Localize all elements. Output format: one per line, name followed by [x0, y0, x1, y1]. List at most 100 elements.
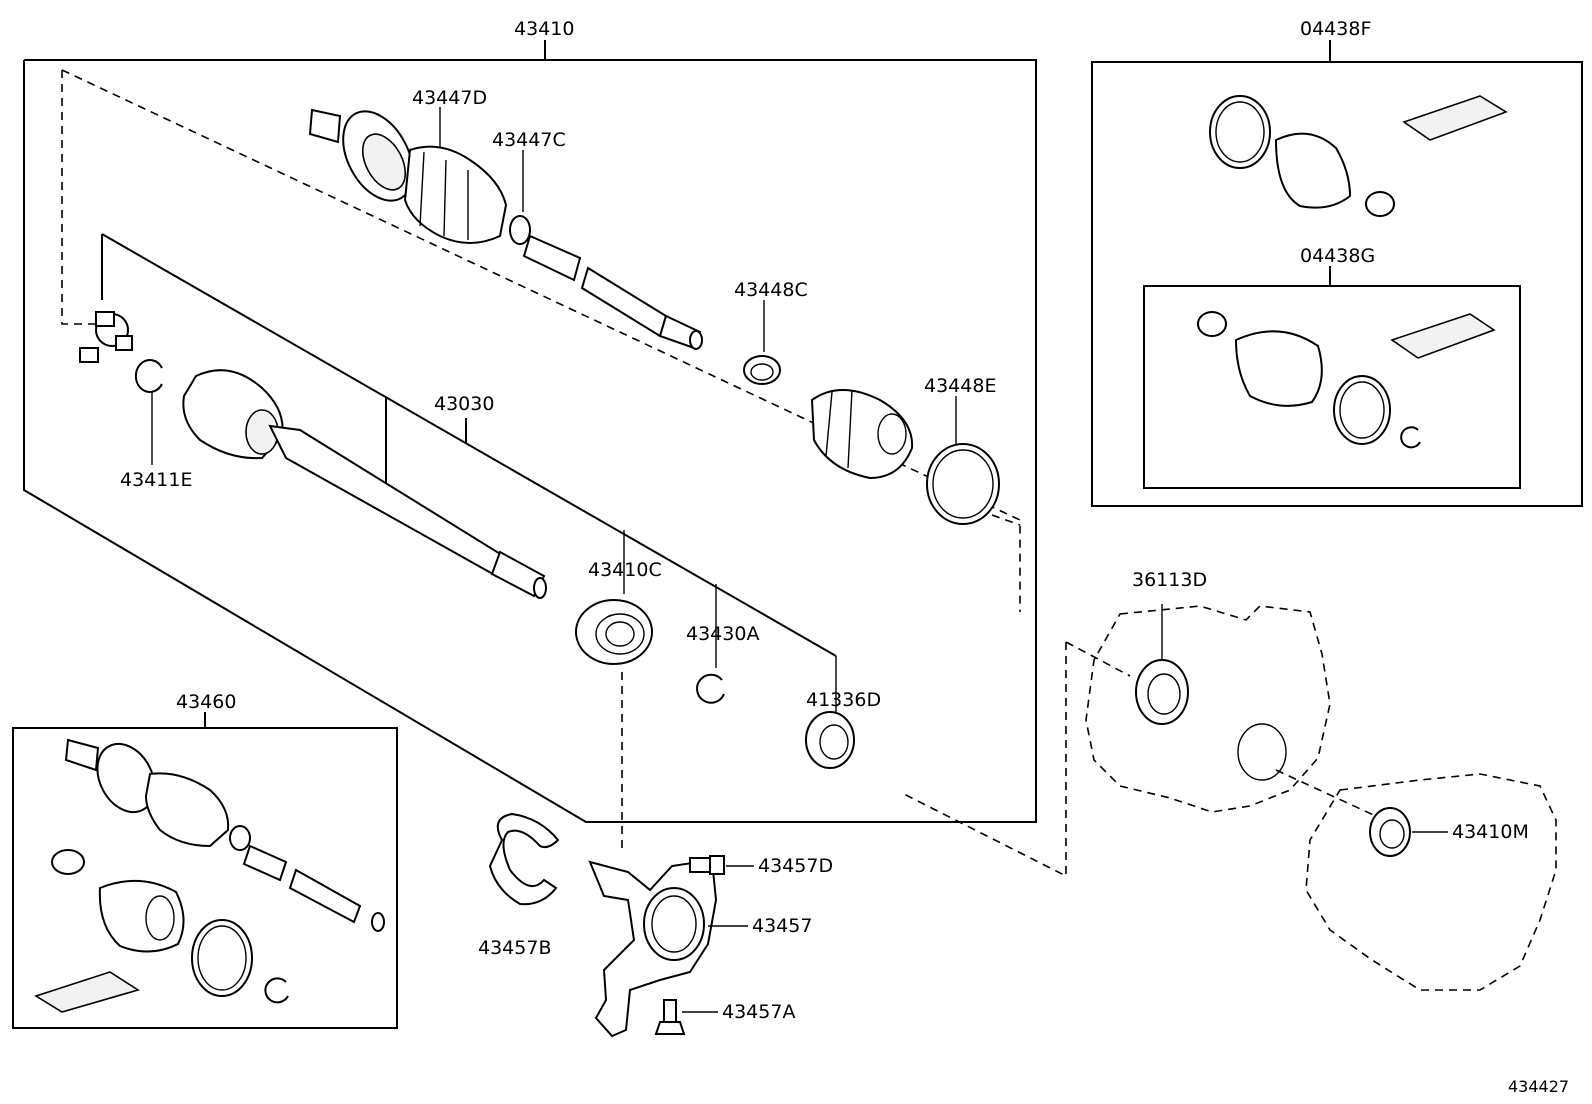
tripod-arm-1 [95, 311, 115, 327]
seal-36113D-inner [1147, 673, 1181, 715]
outer-boot [403, 145, 508, 244]
label-04438G[interactable]: 04438G [1300, 245, 1375, 267]
label-43410[interactable]: 43410 [514, 18, 574, 40]
snap-ring-43457B[interactable] [488, 812, 560, 906]
tripod-joint[interactable] [79, 311, 133, 363]
boot-rib-2 [443, 159, 447, 237]
label-43457A[interactable]: 43457A [722, 1001, 795, 1023]
boot-part[interactable] [810, 389, 914, 480]
cv-joint-43460 [96, 742, 156, 814]
band-43448E-inner [932, 449, 994, 519]
bracket-bore-inner [651, 895, 697, 953]
shaft-segment-1 [522, 234, 582, 282]
label-43410M[interactable]: 43410M [1452, 821, 1529, 843]
frame-04438F [1091, 61, 1583, 507]
boot-04438F[interactable] [1274, 132, 1352, 209]
label-43457[interactable]: 43457 [752, 915, 812, 937]
tripod-arm-3 [115, 335, 133, 351]
label-43457B[interactable]: 43457B [478, 937, 551, 959]
grease-pack-04438F[interactable] [1402, 95, 1508, 141]
label-43447C[interactable]: 43447C [492, 129, 566, 151]
band-43460-inner [197, 925, 247, 991]
band-04438F-inner [1215, 101, 1265, 163]
dashed-outline-left [61, 70, 96, 325]
boot2-rib-2 [847, 389, 853, 469]
stud-43457D[interactable] [689, 855, 725, 875]
label-43410C[interactable]: 43410C [588, 559, 662, 581]
boot-43460 [144, 772, 230, 848]
bolt-shank [663, 999, 677, 1023]
inner-shaft-spline [490, 550, 546, 598]
stud-body [689, 857, 711, 873]
case-port [1237, 723, 1287, 781]
stud-head [709, 855, 725, 875]
transaxle-area: 36113D 43410M [899, 569, 1557, 991]
shaft-43460[interactable] [64, 734, 385, 932]
bearing-43410C[interactable] [575, 599, 653, 665]
grease-pack-04438G[interactable] [1390, 313, 1496, 359]
snap-ring-43430A[interactable] [696, 673, 725, 704]
oil-seal-41336D[interactable] [805, 711, 855, 769]
grease-pack-43460[interactable] [34, 971, 140, 1013]
label-43411E[interactable]: 43411E [120, 469, 192, 491]
inner-shaft-end [533, 577, 547, 599]
outer-cv-inner [361, 133, 407, 191]
dashed-link-43410M [1275, 769, 1381, 819]
dashed-link [991, 514, 1021, 526]
seal-43410M-inner [1379, 819, 1405, 849]
label-41336D[interactable]: 41336D [806, 689, 881, 711]
label-43448E[interactable]: 43448E [924, 375, 996, 397]
bearing-race [595, 613, 645, 655]
boot-04438G[interactable] [1234, 330, 1323, 407]
oil-seal-inner [819, 724, 849, 760]
shaft-end-43460 [371, 912, 385, 932]
label-43430A[interactable]: 43430A [686, 623, 759, 645]
clamp-on-shaft-43460 [229, 825, 251, 851]
label-43460[interactable]: 43460 [176, 691, 236, 713]
clamp-43460-small[interactable] [51, 849, 85, 875]
bracket-group-43457: 43457B 43457 43457D 43457A [478, 812, 833, 1038]
bolt-43457A[interactable] [654, 999, 686, 1035]
spline-stub-43460 [64, 738, 100, 772]
label-04438F[interactable]: 04438F [1300, 18, 1371, 40]
diagram-id: 434427 [1508, 1077, 1569, 1096]
tripod-arm-2 [79, 347, 99, 363]
bracket-43030-line [101, 233, 837, 657]
inner-shaft-assembly[interactable] [182, 369, 547, 599]
boot-rib-1 [419, 151, 425, 227]
snap-ring-43460[interactable] [264, 977, 289, 1004]
shaft-end-cap [689, 330, 703, 350]
dashed-link-transaxle [899, 642, 1067, 878]
label-43457D[interactable]: 43457D [758, 855, 833, 877]
band-43460[interactable] [191, 919, 253, 997]
group-04438F: 04438F 04438G [1091, 18, 1583, 507]
boot-43460-loose[interactable] [98, 879, 185, 953]
boot-clamp-small [509, 215, 531, 245]
boot2-opening [877, 413, 907, 455]
clamp-04438F[interactable] [1365, 191, 1395, 217]
bracket-bore [643, 887, 705, 961]
band-04438G-inner [1339, 381, 1385, 439]
snap-ring-04438G[interactable] [1400, 426, 1421, 449]
label-43447D[interactable]: 43447D [412, 87, 487, 109]
band-04438G[interactable] [1333, 375, 1391, 445]
label-36113D[interactable]: 36113D [1132, 569, 1207, 591]
transaxle-case-2 [1305, 773, 1557, 991]
snap-ring-43411E[interactable] [134, 359, 163, 393]
dashed-link-seal [1065, 641, 1131, 677]
boot2-rib-1 [825, 391, 833, 457]
shaft-seg-43460-b [288, 868, 362, 924]
frame-04438G [1143, 285, 1521, 489]
shaft-seg-43460-a [242, 844, 288, 882]
outer-shaft-assembly[interactable] [308, 100, 703, 350]
clamp-04438G[interactable] [1197, 311, 1227, 337]
bearing-bore [605, 621, 635, 647]
clamp-43448C-inner [750, 363, 774, 381]
transaxle-case-1 [1085, 605, 1331, 813]
band-04438F[interactable] [1209, 95, 1271, 169]
label-43030[interactable]: 43030 [434, 393, 494, 415]
label-43448C[interactable]: 43448C [734, 279, 808, 301]
bolt-head [654, 1021, 686, 1035]
band-43448E[interactable] [926, 443, 1000, 525]
